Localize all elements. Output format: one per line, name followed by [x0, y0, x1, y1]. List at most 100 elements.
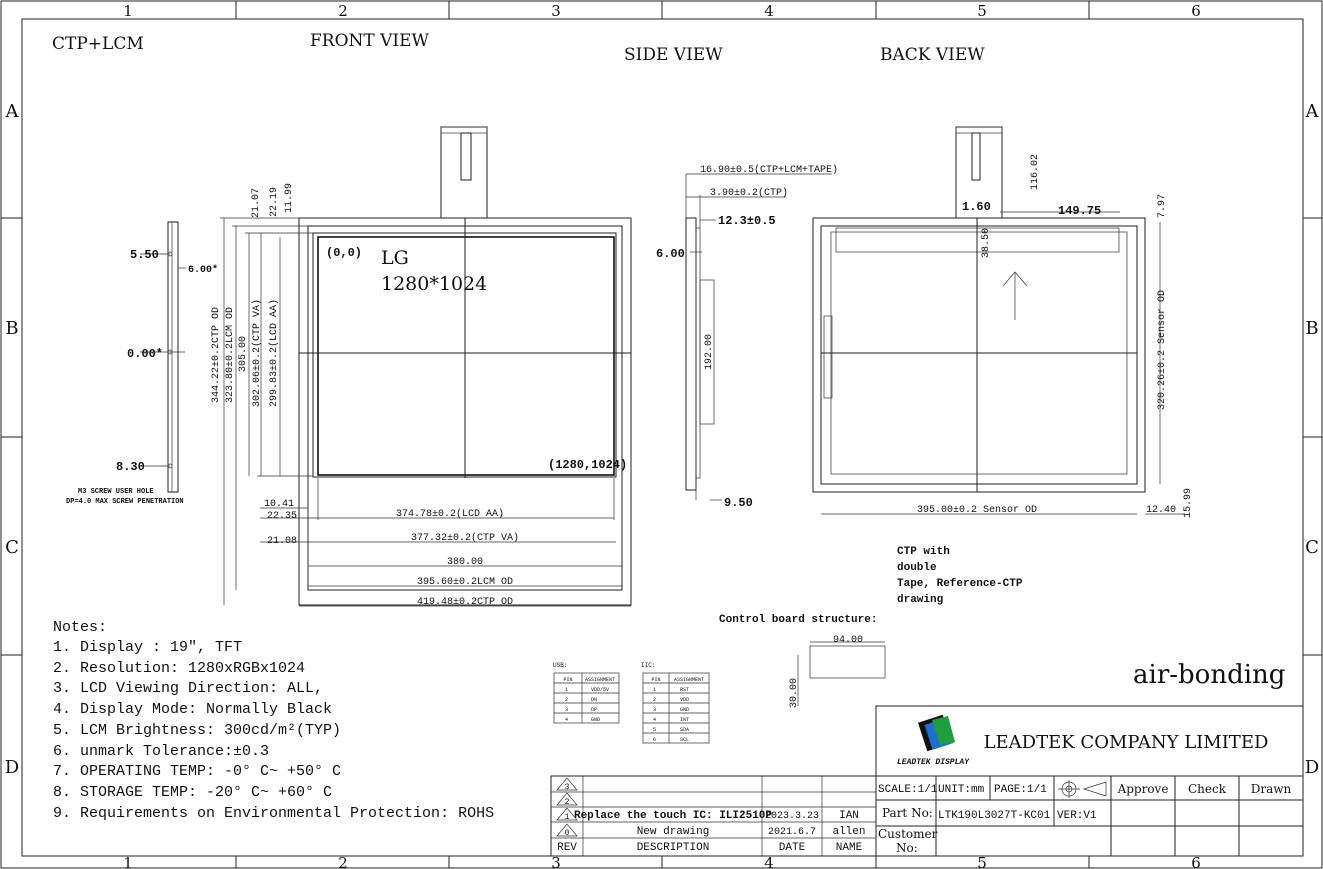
- col-label: 6: [1191, 854, 1201, 869]
- dim-label: 0.00*: [127, 347, 163, 361]
- front-view: (0,0) LG 1280*1024 (1280,1024) 21.07 22.…: [211, 126, 632, 608]
- rev-date: 2023.3.23: [765, 811, 819, 822]
- rev-header: NAME: [836, 842, 863, 854]
- rev-number: 2: [565, 798, 570, 807]
- table-cell: 4: [653, 717, 656, 723]
- dim-label: 395.00±0.2 Sensor OD: [917, 505, 1037, 516]
- table-cell: DN: [591, 697, 597, 703]
- rev-name: IAN: [839, 810, 859, 822]
- revision-table: 3 2 1 0 Replace the touch IC: ILI2510P 2…: [550, 775, 877, 857]
- table-cell: VDD: [680, 697, 689, 703]
- control-board-title: Control board structure:: [719, 614, 877, 626]
- dim-label: 5.50: [130, 248, 159, 262]
- table-cell: DP: [591, 707, 597, 713]
- table-header: ASSIGNMENT: [674, 677, 704, 683]
- note-item: 4. Display Mode: Normally Black: [53, 701, 332, 718]
- dim-label: 30.00: [789, 678, 800, 708]
- logo-text: LEADTEK DISPLAY: [897, 758, 970, 767]
- dim-label: 149.75: [1058, 204, 1101, 218]
- dim-label: 12.3±0.5: [718, 214, 776, 228]
- row-label: C: [5, 537, 19, 558]
- table-header: PIN: [563, 677, 572, 683]
- part-no-value: LTK190L3027T-KC01: [938, 810, 1051, 822]
- rev-date: 2021.6.7: [768, 827, 816, 838]
- row-label: C: [1305, 537, 1319, 558]
- dim-label: 12.40: [1146, 505, 1176, 516]
- table-cell: GND: [680, 707, 689, 713]
- col-label: 4: [764, 854, 774, 869]
- label-back-view: BACK VIEW: [880, 45, 985, 65]
- dim-label: 380.00: [447, 557, 483, 568]
- note-item: 6. unmark Tolerance:±0.3: [53, 743, 269, 760]
- projection-symbol-icon: [1058, 780, 1107, 798]
- row-label: A: [5, 101, 20, 122]
- check-label: Check: [1188, 782, 1227, 796]
- table-cell: VDD/5V: [591, 687, 609, 693]
- notes-title: Notes:: [53, 619, 107, 636]
- col-label: 1: [123, 854, 133, 869]
- dim-label: 302.06±0.2(CTP VA): [251, 299, 263, 407]
- customer-label: No:: [896, 841, 918, 855]
- usb-pin-table: USB: PIN ASSIGNMENT 1 VDD/5V 2 DN 3 DP 4…: [553, 662, 620, 724]
- rev-description: New drawing: [637, 826, 710, 838]
- back-view: 116.02 1.60 149.75 7.97 38.50 320.26±0.2…: [812, 126, 1194, 518]
- part-no-label: Part No:: [882, 806, 933, 820]
- dim-label: 6.00: [656, 247, 685, 261]
- air-bonding-label: air-bonding: [1133, 660, 1285, 690]
- dim-label: 21.08: [267, 536, 297, 547]
- dim-label: 21.07: [251, 188, 262, 218]
- col-label: 1: [123, 2, 133, 20]
- dim-label: 9.50: [724, 496, 753, 510]
- dim-label: 377.32±0.2(CTP VA): [411, 532, 519, 544]
- title-block: LEADTEK DISPLAY LEADTEK COMPANY LIMITED …: [875, 705, 1304, 857]
- dim-label: 22.19: [269, 187, 280, 217]
- dim-label: 344.22±0.2CTP OD: [211, 307, 222, 403]
- dim-label: 94.00: [833, 635, 863, 646]
- rev-number: 1: [565, 813, 570, 822]
- dim-label: 374.78±0.2(LCD AA): [396, 508, 504, 520]
- note-item: 5. LCM Brightness: 300cd/m²(TYP): [53, 722, 341, 739]
- col-label: 2: [338, 854, 348, 869]
- table-header: PIN: [651, 677, 660, 683]
- screw-note: DP=4.0 MAX SCREW PENETRATION: [66, 498, 184, 506]
- table-cell: SCL: [680, 737, 689, 743]
- dim-label: 16.90±0.5(CTP+LCM+TAPE): [700, 164, 838, 176]
- ctp-note-line: double: [897, 562, 937, 574]
- note-item: 8. STORAGE TEMP: -20° C~ +60° C: [53, 784, 332, 801]
- unit-field: UNIT:mm: [938, 784, 985, 796]
- rev-header: DATE: [779, 842, 806, 854]
- table-cell: 6: [653, 737, 656, 743]
- table-cell: 2: [653, 697, 656, 703]
- dim-label: 305.00: [238, 336, 249, 372]
- dim-label: 1.60: [962, 200, 991, 214]
- side-view: 16.90±0.5(CTP+LCM+TAPE) 3.90±0.2(CTP) 12…: [656, 164, 838, 510]
- approve-label: Approve: [1117, 782, 1169, 796]
- scale-field: SCALE:1/1: [878, 784, 938, 796]
- table-cell: 1: [653, 687, 656, 693]
- note-item: 7. OPERATING TEMP: -0° C~ +50° C: [53, 763, 341, 780]
- col-label: 5: [977, 854, 987, 869]
- table-cell: SDA: [680, 727, 689, 733]
- row-label: D: [5, 757, 19, 778]
- dim-label: 6.00*: [188, 264, 218, 276]
- control-board: Control board structure: 94.00 30.00: [719, 614, 886, 708]
- iic-pin-table: IIC: PIN ASSIGNMENT 1 RST 2 VDD 3 GND 4 …: [641, 662, 710, 744]
- dim-label: 15.99: [1183, 488, 1194, 518]
- dim-label: 7.97: [1157, 194, 1168, 218]
- dim-label: 10.41: [264, 499, 294, 510]
- iic-label: IIC:: [641, 662, 655, 669]
- dim-label: 11.99: [284, 183, 295, 213]
- usb-label: USB:: [553, 662, 567, 669]
- origin-label: (0,0): [326, 246, 362, 260]
- table-cell: 1: [565, 687, 568, 693]
- table-cell: 4: [565, 717, 568, 723]
- col-label: 6: [1191, 2, 1201, 20]
- table-cell: 5: [653, 727, 656, 733]
- page-field: PAGE:1/1: [994, 784, 1047, 796]
- row-label: A: [1305, 101, 1320, 122]
- ctp-note-line: Tape, Reference-CTP: [897, 578, 1023, 590]
- dim-label: 395.60±0.2LCM OD: [417, 577, 513, 588]
- label-front-view: FRONT VIEW: [310, 31, 430, 51]
- ctp-note-line: CTP with: [897, 546, 950, 558]
